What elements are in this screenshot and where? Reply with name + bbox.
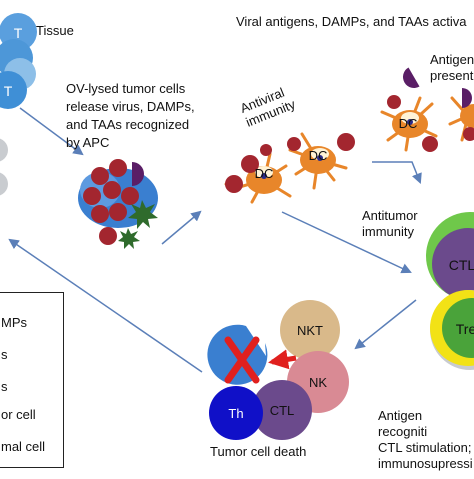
taa-icon <box>132 162 144 186</box>
ctl-treg-stack <box>426 212 474 370</box>
th-cell <box>209 386 263 440</box>
ov-lysed-description: OV-lysed tumor cells release virus, DAMP… <box>66 81 195 150</box>
virus-particle <box>83 187 101 205</box>
dendritic-cell <box>380 95 438 152</box>
virus-particle <box>91 167 109 185</box>
nk-label: NK <box>309 375 327 390</box>
kill-x-icon <box>224 336 260 384</box>
antitumor-immunity-label: Antitumor immunity <box>362 208 418 239</box>
virus-particle <box>99 227 117 245</box>
lysed-tumor-cluster <box>78 159 158 249</box>
arrow-death-to-tissue <box>8 238 203 373</box>
dc-label: DC <box>255 166 274 181</box>
dendritic-cell-group <box>224 67 474 204</box>
ctl-cell <box>432 228 474 300</box>
t-cell-label: T <box>14 25 23 41</box>
arrow-tumor-to-dc <box>161 210 202 245</box>
dc-label: DC <box>399 116 418 131</box>
arrow-dc-to-antitumor <box>281 211 412 274</box>
tumor-death-cluster <box>207 300 349 440</box>
t-cell-label: T <box>4 83 13 99</box>
virus-particle <box>121 187 139 205</box>
arrow-treg-to-death <box>354 299 417 350</box>
flow-arrows <box>8 107 422 373</box>
virus-particle <box>91 205 109 223</box>
th-label: Th <box>228 406 243 421</box>
t-cell <box>0 138 8 162</box>
ctl-label: CTL <box>270 403 295 418</box>
antigen-recognition-label: Antigen recogniti CTL stimulation; immun… <box>378 408 473 471</box>
taa-icon <box>462 88 472 108</box>
legend: MPs s s or cell mal cell <box>0 292 64 468</box>
damp-icon <box>128 200 158 229</box>
tissue-label: Tissue <box>36 23 74 38</box>
kill-arrow-icon <box>268 349 297 370</box>
damp-icon <box>118 228 140 249</box>
virus-particle <box>109 203 127 221</box>
virus-particle <box>103 181 121 199</box>
ctl-cell <box>252 380 312 440</box>
arrow-tissue-to-tumor <box>19 107 84 156</box>
dendritic-cell <box>224 144 292 204</box>
viral-antigens-header: Viral antigens, DAMPs, and TAAs activa <box>236 14 467 29</box>
dendritic-cell <box>448 96 474 142</box>
dendritic-cell <box>287 132 355 190</box>
nkt-label: NKT <box>297 323 323 338</box>
virus-particle <box>463 127 474 141</box>
legend-item: or cell <box>1 407 36 422</box>
t-cell <box>0 71 27 109</box>
virus-particle <box>109 159 127 177</box>
t-cell <box>0 172 8 196</box>
legend-item: s <box>1 379 8 394</box>
dc-label: DC <box>309 148 328 163</box>
legend-item: MPs <box>1 315 27 330</box>
treg-label: Tre <box>456 321 474 337</box>
taa-icon <box>403 67 420 88</box>
legend-item: mal cell <box>1 439 46 454</box>
ctl-label: CTL <box>449 257 474 273</box>
tumor-cell-death-label: Tumor cell death <box>210 444 307 459</box>
treg-cell <box>442 298 474 358</box>
nkt-cell <box>280 300 340 360</box>
legend-item: s <box>1 347 8 362</box>
arrow-dc-to-ctl <box>372 161 422 184</box>
antigen-presentation-label: Antigen present <box>430 52 474 83</box>
t-cell-cluster <box>0 13 37 196</box>
